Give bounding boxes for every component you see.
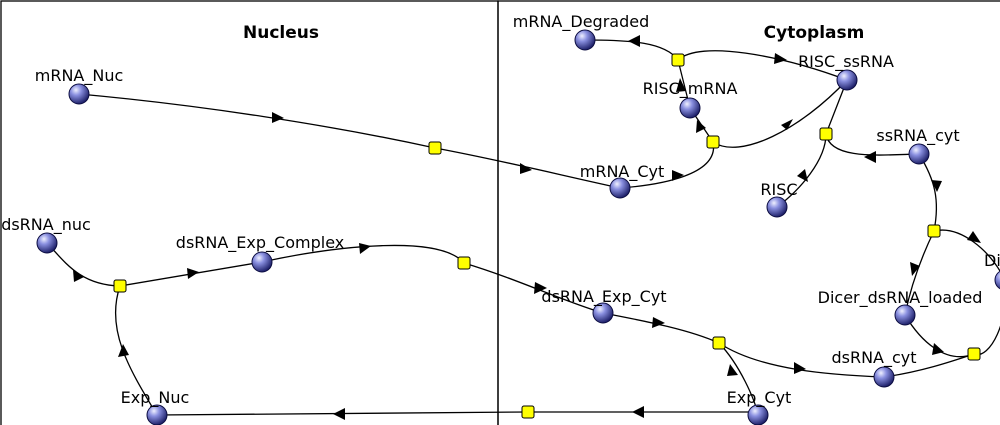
- reaction-node: [428, 141, 442, 155]
- label-dicer-dsrna-loaded: Dicer_dsRNA_loaded: [818, 288, 983, 308]
- arrowhead: [118, 344, 129, 357]
- reaction-node: [521, 405, 535, 419]
- label-ssrna-cyt: ssRNA_cyt: [876, 126, 959, 146]
- species-node-dsrna-exp-cyt: [592, 302, 614, 324]
- edge-reaction-to-ssrna-cyt: [825, 133, 920, 156]
- species-node-mrna-nuc: [68, 83, 90, 105]
- species-node-ssrna-cyt: [908, 143, 930, 165]
- arrowhead: [73, 270, 84, 282]
- species-node-mrna-degraded: [574, 29, 596, 51]
- arrowhead: [932, 343, 944, 355]
- arrowhead: [781, 119, 793, 130]
- label-dsrna-cyt: dsRNA_cyt: [831, 348, 916, 368]
- reaction-node: [967, 347, 981, 361]
- label-exp-cyt: Exp_Cyt: [727, 388, 792, 408]
- edge-complex-to-reaction: [261, 244, 465, 264]
- arrowhead: [187, 268, 199, 279]
- arrowhead: [632, 406, 644, 418]
- arrowhead: [794, 362, 806, 374]
- species-node-risc-ssrna: [836, 69, 858, 91]
- species-node-exp-nuc: [146, 404, 168, 425]
- label-mrna-nuc: mRNA_Nuc: [35, 66, 124, 86]
- reaction-node: [113, 279, 127, 293]
- species-node-mrna-cyt: [609, 177, 631, 199]
- species-node-risc: [766, 196, 788, 218]
- species-node-dicer: [994, 270, 1000, 290]
- arrowhead: [931, 180, 942, 192]
- species-labels: mRNA_Nuc mRNA_Degraded RISC_ssRNA RISC_m…: [1, 12, 1000, 408]
- edge-reaction-to-mrna-degraded: [584, 39, 679, 61]
- arrowhead: [797, 169, 808, 182]
- label-mrna-degraded: mRNA_Degraded: [513, 12, 649, 32]
- label-exp-nuc: Exp_Nuc: [121, 388, 190, 408]
- label-risc-ssrna: RISC_ssRNA: [798, 52, 894, 72]
- label-dsrna-exp-cyt: dsRNA_Exp_Cyt: [541, 287, 666, 307]
- edge-dsrna-cyt-to-reaction: [883, 353, 975, 378]
- edge-dsrna-exp-cyt-to-reaction: [602, 312, 720, 344]
- arrowhead: [967, 231, 981, 243]
- arrowhead: [359, 243, 371, 254]
- label-risc: RISC: [760, 180, 797, 199]
- cytoplasm-title: Cytoplasm: [764, 23, 865, 43]
- species-node-dicer-dsrna-loaded: [894, 304, 916, 326]
- arrowhead: [652, 317, 665, 328]
- nucleus-compartment: Nucleus: [0, 0, 499, 425]
- edge-dsrna-nuc-to-reaction: [46, 242, 121, 287]
- arrowhead: [727, 364, 738, 376]
- cytoplasm-compartment: Cytoplasm: [497, 0, 1000, 425]
- arrowhead: [272, 112, 284, 123]
- arrowhead: [333, 408, 345, 420]
- reaction-node: [712, 336, 726, 350]
- species-nodes: [36, 29, 1000, 425]
- arrowhead: [910, 262, 920, 276]
- species-node-dsrna-exp-complex: [251, 251, 273, 273]
- label-risc-mrna: RISC_mRNA: [643, 79, 738, 99]
- arrowhead: [520, 163, 532, 174]
- arrowhead: [672, 170, 684, 181]
- reaction-node: [927, 224, 941, 238]
- species-node-dsrna-cyt: [873, 366, 895, 388]
- reaction-node: [457, 256, 471, 270]
- arrowhead: [774, 53, 787, 64]
- arrowhead: [696, 120, 706, 133]
- label-dicer: Di: [984, 251, 1000, 270]
- label-dsrna-exp-complex: dsRNA_Exp_Complex: [176, 233, 344, 253]
- reaction-nodes: [113, 53, 981, 419]
- reaction-node: [706, 135, 720, 149]
- nucleus-title: Nucleus: [243, 23, 319, 43]
- edge-reaction-to-risc-ssrna: [712, 79, 848, 148]
- species-node-exp-cyt: [747, 404, 769, 425]
- edge-mrna-nuc-to-reaction: [78, 93, 436, 149]
- edge-mrna-cyt-to-reaction: [619, 141, 715, 189]
- reaction-node: [671, 53, 685, 67]
- label-dsrna-nuc: dsRNA_nuc: [1, 215, 91, 235]
- species-node-risc-mrna: [679, 97, 701, 119]
- edge-reaction-to-risc-ssrna-top: [677, 50, 848, 81]
- arrowhead: [534, 282, 547, 294]
- arrowheads: [73, 35, 981, 420]
- arrowhead: [676, 78, 686, 92]
- edge-reaction-to-dicer: [933, 229, 1000, 273]
- arrowhead: [628, 35, 640, 47]
- label-mrna-cyt: mRNA_Cyt: [580, 162, 665, 182]
- arrowhead: [864, 151, 876, 163]
- edge-ssrna-cyt-to-reaction: [918, 153, 938, 232]
- species-node-dsrna-nuc: [36, 232, 58, 254]
- edge-reaction-to-mrna-cyt: [434, 147, 621, 189]
- reaction-node: [819, 127, 833, 141]
